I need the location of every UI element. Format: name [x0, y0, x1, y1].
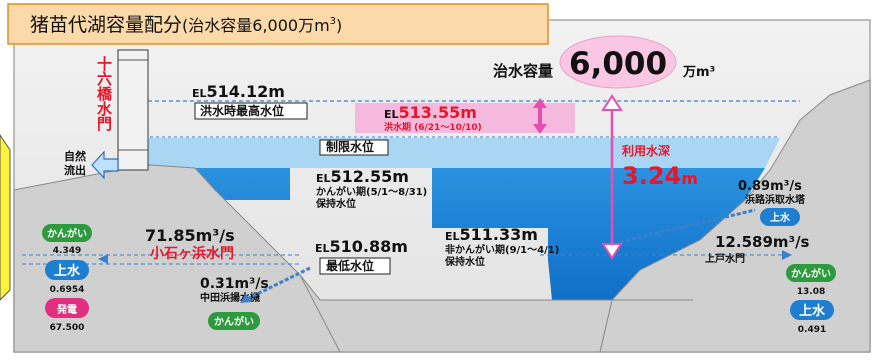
- limit-level-label: 制限水位: [326, 139, 374, 154]
- kobama-flow: 71.85m³/s: [145, 226, 235, 245]
- svg-text:0.6954: 0.6954: [50, 285, 85, 295]
- min-level-label: 最低水位: [326, 258, 374, 273]
- non-irrigation-note1: 非かんがい期(9/1～4/1): [445, 243, 559, 256]
- svg-text:13.08: 13.08: [797, 287, 825, 297]
- left-use-water: 上水 0.6954: [45, 260, 89, 295]
- gate-tower: [117, 49, 149, 171]
- kamido-flow: 12.589m³/s: [715, 233, 810, 251]
- svg-text:かんがい: かんがい: [791, 267, 831, 280]
- flood-capacity-unit: 万m³: [682, 65, 715, 80]
- svg-text:かんがい: かんがい: [47, 227, 87, 240]
- flood-season-note: 洪水期 (6/21～10/10): [384, 121, 482, 133]
- flood-max-el: EL514.12m: [192, 82, 285, 101]
- right-use-irrigation: かんがい 13.08: [786, 264, 836, 297]
- lake-floor: [299, 274, 693, 353]
- natural-outflow-1: 自然: [64, 149, 86, 163]
- nakata-flow: 0.31m³/s: [200, 276, 269, 292]
- kamido-name: 上戸水門: [705, 252, 745, 265]
- min-el: EL510.88m: [315, 237, 408, 256]
- kobama-gate: 小石ヶ浜水門: [150, 245, 234, 262]
- svg-text:0.491: 0.491: [798, 325, 826, 335]
- gate-16-label: 十六橋水門: [95, 55, 113, 132]
- flood-capacity-value: 6,000: [569, 46, 667, 82]
- pointer-arrow: [0, 134, 11, 301]
- lake-water: [120, 168, 765, 300]
- left-use-power: 発電 67.500: [45, 298, 89, 333]
- non-irrigation-note2: 保持水位: [444, 255, 485, 268]
- hamaji-use: 上水: [770, 211, 791, 224]
- nakata-use: かんがい: [214, 315, 254, 328]
- hamaji-name: 浜路浜取水塔: [745, 193, 806, 206]
- outflow-arrow: [91, 150, 119, 180]
- usable-depth-value: 3.24m: [622, 162, 698, 190]
- flood-season-el: EL513.55m: [384, 103, 477, 122]
- svg-text:4.349: 4.349: [53, 246, 81, 256]
- irrigation-el: EL512.55m: [316, 167, 409, 186]
- left-use-irrigation: かんがい 4.349: [42, 224, 92, 256]
- hamaji-flow: 0.89m³/s: [738, 179, 802, 194]
- svg-text:67.500: 67.500: [50, 323, 85, 333]
- svg-text:上水: 上水: [799, 303, 826, 319]
- svg-text:上水: 上水: [54, 263, 81, 279]
- flood-max-label: 洪水時最高水位: [200, 103, 284, 118]
- title-banner: [7, 3, 549, 45]
- natural-outflow-2: 流出: [64, 163, 86, 177]
- upper-water-band: [120, 138, 780, 168]
- flood-capacity-bubble: [559, 35, 677, 89]
- irrigation-note2: 保持水位: [315, 197, 356, 210]
- svg-text:発電: 発電: [56, 303, 77, 316]
- flood-capacity-label: 治水容量: [493, 62, 553, 80]
- non-irrigation-el: EL511.33m: [445, 225, 538, 244]
- usable-depth-label: 利用水深: [622, 143, 670, 158]
- right-use-water: 上水 0.491: [790, 300, 834, 335]
- page-title: 猪苗代湖容量配分(治水容量6,000万m3): [30, 14, 342, 36]
- irrigation-note1: かんがい期(5/1～8/31): [316, 185, 427, 198]
